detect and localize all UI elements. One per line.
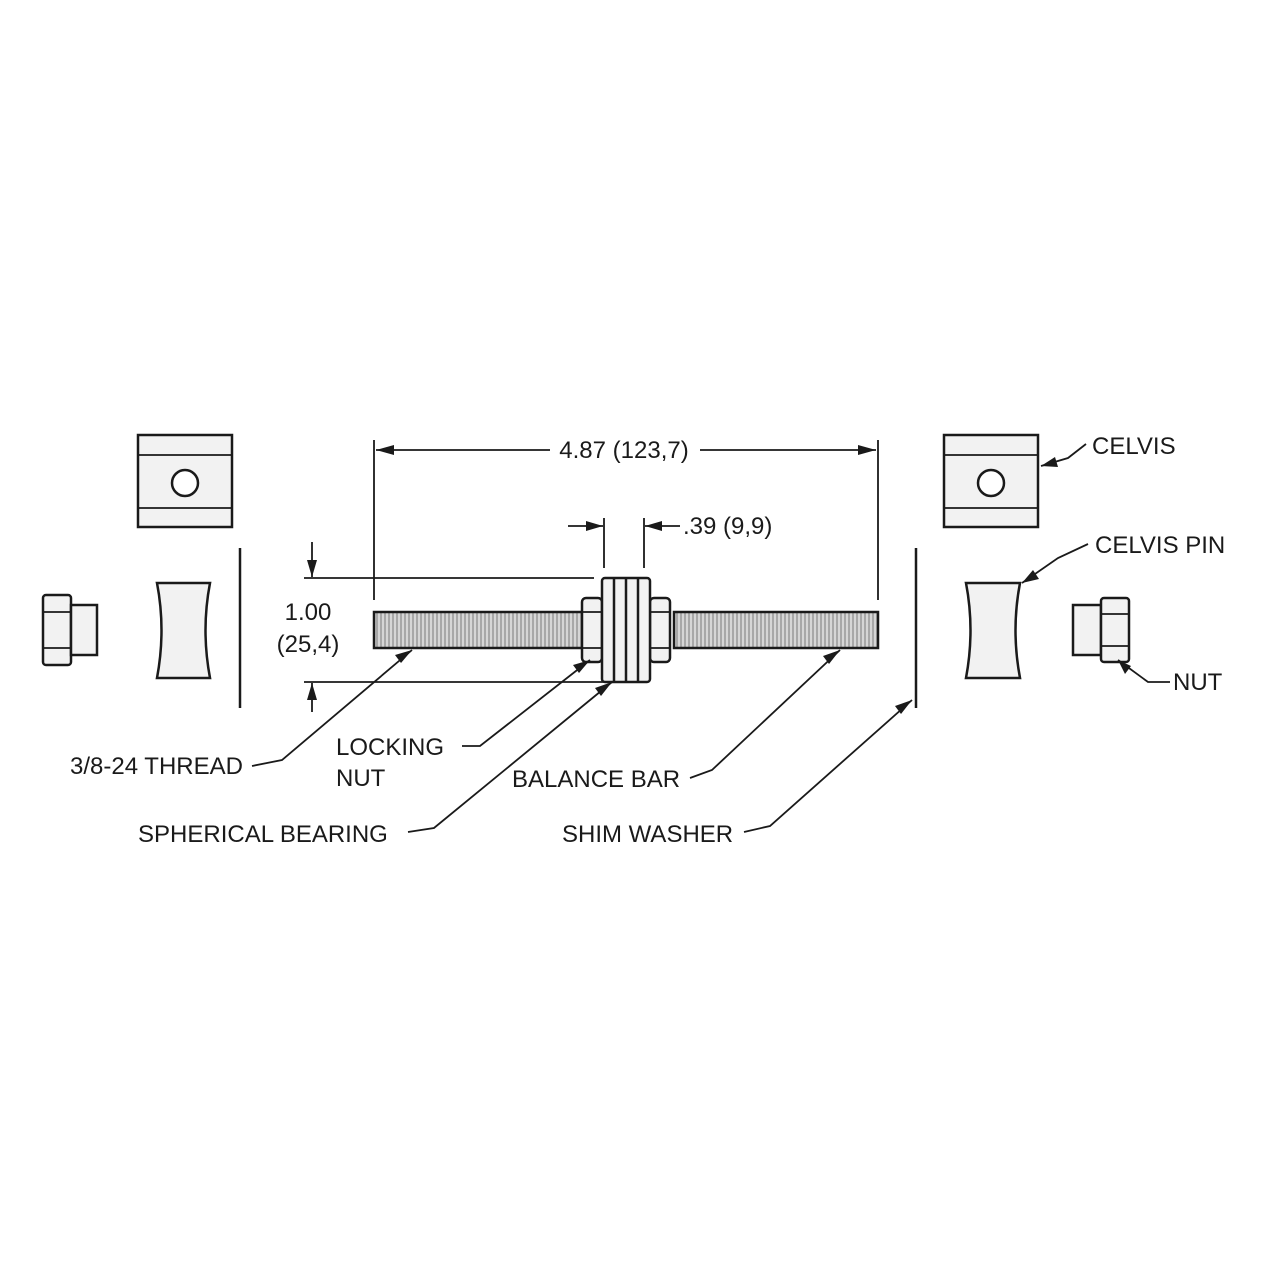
celvis-pin-label: CELVIS PIN <box>1095 532 1225 559</box>
balance-bar-callout: BALANCE BAR <box>512 649 841 793</box>
nut-label: NUT <box>1173 669 1223 696</box>
right-clevis-pin <box>964 581 1022 680</box>
spherical-bearing-label: SPHERICAL BEARING <box>138 821 388 848</box>
right-locking-nut <box>648 596 672 664</box>
left-nut <box>41 593 99 667</box>
shim-washer-callout: SHIM WASHER <box>562 699 913 848</box>
locking-nut-label-2: NUT <box>336 765 386 792</box>
celvis-label: CELVIS <box>1092 433 1176 460</box>
nut-callout: NUT <box>1117 659 1223 696</box>
thread-callout: 3/8-24 THREAD <box>70 649 413 780</box>
threaded-rod-left <box>372 610 588 650</box>
overall-length-dimension: 4.87 (123,7) <box>373 437 879 600</box>
balance-bar-label: BALANCE BAR <box>512 766 680 793</box>
thread-label: 3/8-24 THREAD <box>70 753 243 780</box>
locking-nut-label-1: LOCKING <box>336 734 444 761</box>
height-label-in: 1.00 <box>285 599 332 626</box>
spherical-bearing-callout: SPHERICAL BEARING <box>138 681 613 848</box>
celvis-callout: CELVIS <box>1040 433 1176 467</box>
bearing-width-label: .39 (9,9) <box>683 513 772 540</box>
right-clevis <box>942 433 1040 529</box>
height-label-mm: (25,4) <box>277 631 340 658</box>
overall-length-label: 4.87 (123,7) <box>559 437 688 464</box>
threaded-rod-right <box>672 610 880 650</box>
shim-washer-label: SHIM WASHER <box>562 821 733 848</box>
locking-nut-callout: LOCKING NUT <box>336 659 591 792</box>
height-dimension: 1.00 (25,4) <box>277 542 610 712</box>
left-locking-nut <box>580 596 604 664</box>
right-nut <box>1071 596 1131 664</box>
left-clevis-pin <box>155 581 212 680</box>
bearing-width-dimension: .39 (9,9) <box>568 513 772 568</box>
celvis-pin-callout: CELVIS PIN <box>1021 532 1225 584</box>
left-clevis <box>136 433 234 529</box>
spherical-bearing <box>600 576 652 684</box>
